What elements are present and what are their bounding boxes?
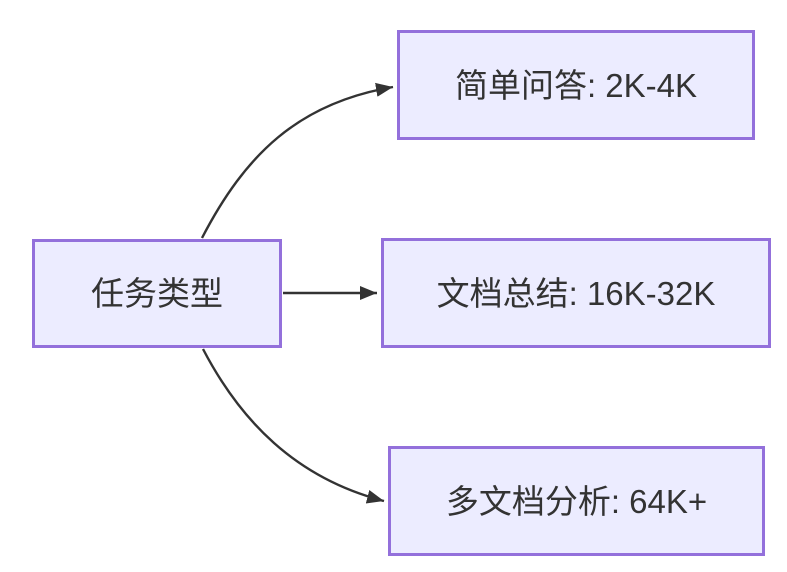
edge-task-type-to-multi-doc-analysis [201, 348, 385, 504]
node-multi-doc-analysis-label: 多文档分析: 64K+ [445, 482, 708, 520]
node-doc-summary: 文档总结: 16K-32K [381, 238, 771, 348]
node-task-type: 任务类型 [32, 239, 282, 348]
node-multi-doc-analysis: 多文档分析: 64K+ [388, 446, 765, 556]
node-doc-summary-label: 文档总结: 16K-32K [436, 274, 716, 312]
node-task-type-label: 任务类型 [91, 275, 223, 312]
node-simple-qa-label: 简单问答: 2K-4K [454, 66, 698, 104]
edge-task-type-to-simple-qa [200, 82, 394, 239]
node-simple-qa: 简单问答: 2K-4K [397, 30, 755, 140]
